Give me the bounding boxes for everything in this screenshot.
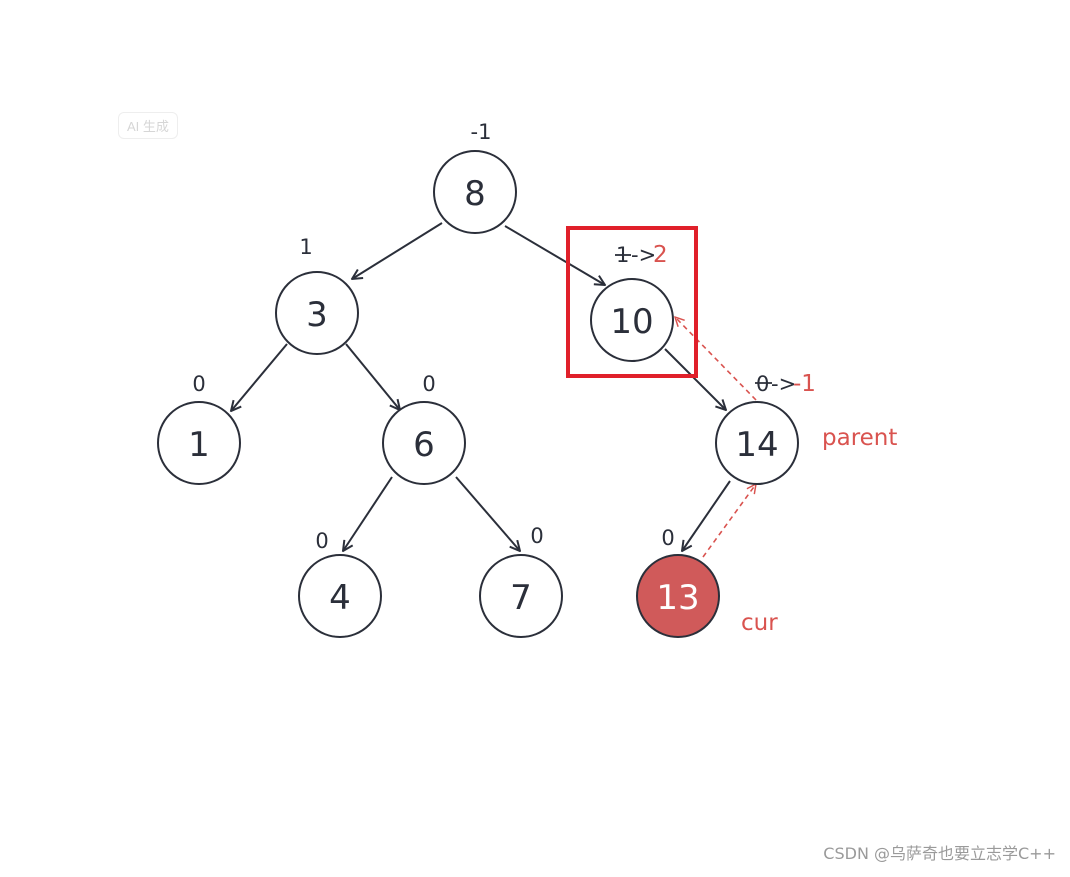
balance-factor: 0	[661, 526, 674, 550]
balance-factor: 0	[422, 372, 435, 396]
tree-node: 8	[433, 150, 517, 234]
balance-factor: 1	[299, 235, 312, 259]
edge-8-10	[504, 225, 605, 285]
tree-node: 10	[590, 278, 674, 362]
node-label: 1	[188, 425, 210, 465]
edge-8-3	[352, 222, 443, 279]
balance-factor: 0	[192, 372, 205, 396]
watermark: CSDN @乌萨奇也要立志学C++	[823, 844, 1056, 863]
balance-factor-old: 0	[756, 372, 769, 396]
node-circle-cur	[636, 554, 720, 638]
balance-factor-update: 0 -> -1	[755, 371, 816, 397]
tree-node: 4	[298, 554, 382, 638]
balance-factor: -1	[471, 120, 492, 144]
balance-factor: 0	[315, 529, 328, 553]
edge-3-6	[345, 343, 400, 410]
dashed-arrow-14-to-10	[675, 317, 757, 401]
tree-node: 14	[715, 401, 799, 485]
tree-node-cur: 13	[636, 554, 720, 638]
edge-6-7	[455, 476, 520, 551]
balance-factor-update: 1 -> 2	[615, 242, 668, 268]
node-label: 3	[306, 295, 328, 335]
balance-factor-arrow: ->	[771, 372, 796, 396]
node-circle	[157, 401, 241, 485]
node-label: 13	[656, 578, 699, 618]
dashed-arrow-13-to-14	[702, 484, 756, 558]
node-circle	[433, 150, 517, 234]
parent-label: parent	[822, 425, 897, 451]
tree-node: 7	[479, 554, 563, 638]
highlight-box	[566, 226, 698, 378]
balance-factor-arrow: ->	[631, 243, 656, 267]
node-circle	[590, 278, 674, 362]
balance-factor: 0	[530, 524, 543, 548]
node-label: 8	[464, 174, 486, 214]
tree-node: 6	[382, 401, 466, 485]
ai-generated-badge: AI 生成	[118, 112, 178, 139]
node-circle	[715, 401, 799, 485]
edge-3-1	[231, 343, 288, 411]
node-circle	[275, 271, 359, 355]
tree-node: 1	[157, 401, 241, 485]
node-label: 7	[510, 578, 532, 618]
edge-14-13	[682, 480, 731, 551]
node-circle	[382, 401, 466, 485]
tree-node: 3	[275, 271, 359, 355]
node-label: 6	[413, 425, 435, 465]
edge-6-4	[343, 476, 393, 551]
cur-label: cur	[741, 610, 778, 636]
node-circle	[298, 554, 382, 638]
node-label: 10	[610, 302, 653, 342]
node-circle	[479, 554, 563, 638]
node-label: 4	[329, 578, 351, 618]
node-label: 14	[735, 425, 778, 465]
balance-factor-new: -1	[793, 371, 816, 397]
balance-factor-new: 2	[653, 242, 668, 268]
edge-10-14	[664, 348, 726, 410]
